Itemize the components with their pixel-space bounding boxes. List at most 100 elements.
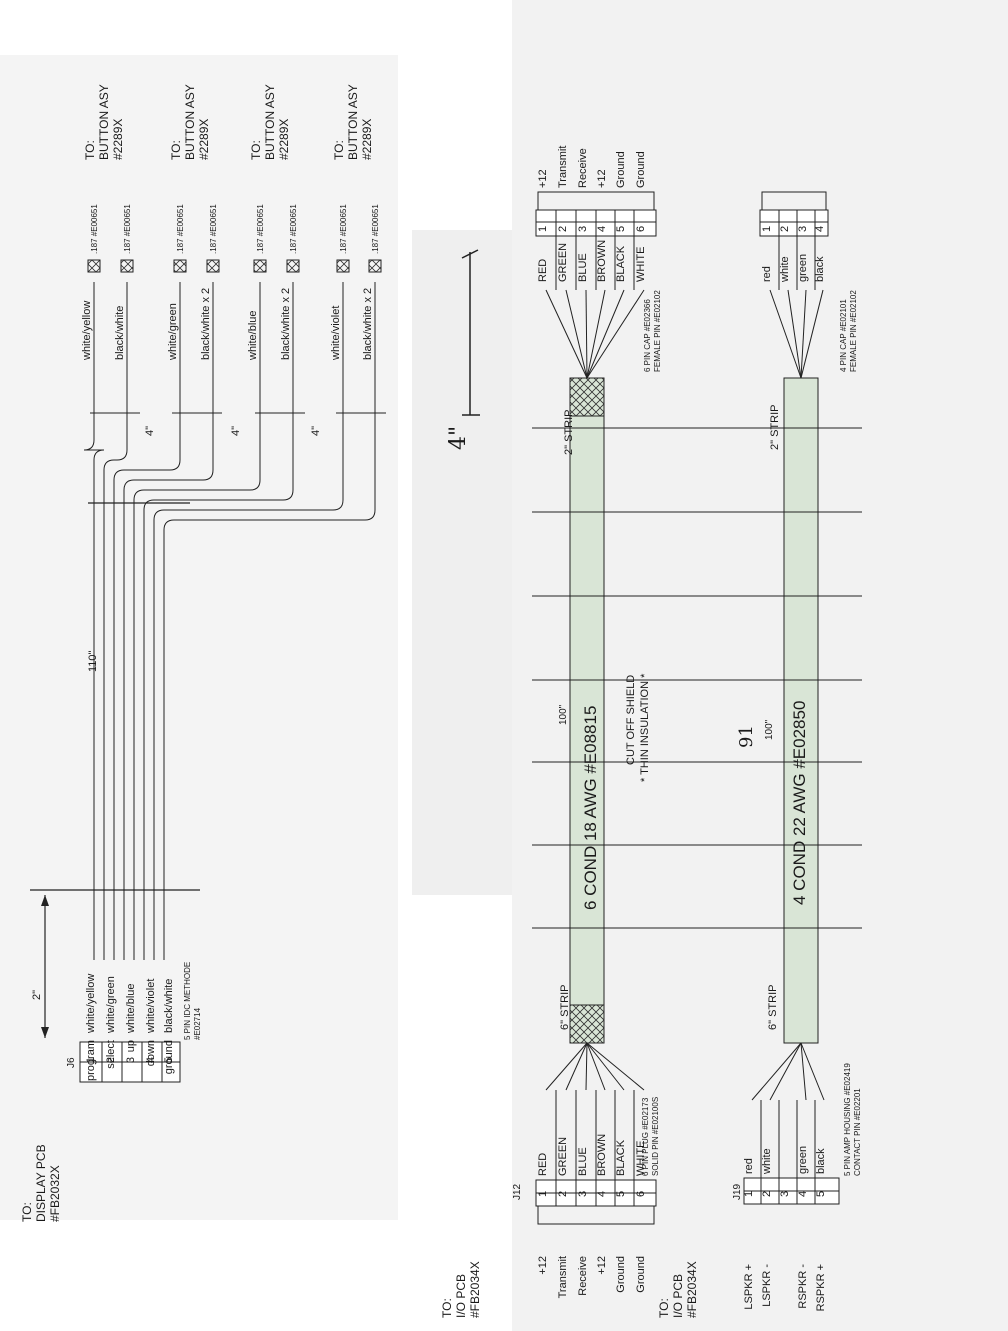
dim-2in-text: 2" <box>31 990 43 1000</box>
j12-pin-number: 6 <box>635 1191 647 1197</box>
j12-note2: SOLID PIN #E02100S <box>651 1097 660 1176</box>
button-to: TO: <box>169 140 183 160</box>
j12-wire-color: BLUE <box>577 1147 589 1176</box>
terminal-part: .187 #E00651 <box>209 204 218 254</box>
terminal-part: .187 #E00651 <box>371 204 380 254</box>
j19-to: TO: <box>657 1298 671 1318</box>
cable4-strip-right: 2" STRIP <box>769 405 781 450</box>
cap6-pin-number: 6 <box>635 226 647 232</box>
cap6-wire-color: BLUE <box>577 253 589 282</box>
display-wire <box>153 282 344 960</box>
cap6-pin-number: 4 <box>596 226 608 232</box>
j12-pin-number: 1 <box>537 1191 549 1197</box>
display-wire <box>163 282 376 960</box>
button-wire-label: black/white x 2 <box>200 288 212 360</box>
j19-function-label: RSPKR - <box>797 1264 809 1309</box>
j19-pin-number: 2 <box>761 1191 773 1197</box>
button-wire-label: black/white x 2 <box>362 288 374 360</box>
terminal-part: .187 #E00651 <box>256 204 265 254</box>
j19-pin-number: 1 <box>743 1191 755 1197</box>
button-name: BUTTON ASY <box>263 84 277 160</box>
j6-pin-number: 4 <box>145 1057 157 1063</box>
terminal-icon <box>87 259 101 273</box>
cap4-pin-number: 1 <box>761 226 773 232</box>
display-wire <box>123 282 214 960</box>
cap4-pin-number: 2 <box>779 226 791 232</box>
j12-function-label: Receive <box>577 1256 589 1296</box>
j6-note2: #E02714 <box>193 1007 202 1040</box>
button-part: #2289X <box>197 119 211 160</box>
button-name: BUTTON ASY <box>183 84 197 160</box>
j6-wire-color: white/green <box>105 976 117 1034</box>
cap6-pin-number: 3 <box>577 226 589 232</box>
handwritten-mark: 91 <box>736 725 757 748</box>
j6-function-label: up <box>125 1040 137 1052</box>
j12-function-label: Transmit <box>557 1256 569 1298</box>
cap4-note1: 4 PIN CAP #E02101 <box>839 299 848 372</box>
terminal-icon <box>253 259 267 273</box>
j12-wire-color: BROWN <box>596 1134 608 1176</box>
cap6-wire-color: GREEN <box>557 243 569 282</box>
cap6-function-label: Transmit <box>557 146 569 188</box>
j12-wire-color: GREEN <box>557 1137 569 1176</box>
terminal-part: .187 #E00651 <box>289 204 298 254</box>
j6-pin-number: 2 <box>105 1057 117 1063</box>
j12-part: #FB2034X <box>468 1261 482 1318</box>
cable4-strip-left: 6" STRIP <box>767 985 779 1030</box>
j6-wire-color: black/white <box>163 979 175 1033</box>
display-pcb-part: #FB2032X <box>48 1165 62 1222</box>
button-to: TO: <box>249 140 263 160</box>
button-to: TO: <box>332 140 346 160</box>
display-wire <box>133 282 261 960</box>
button-name: BUTTON ASY <box>97 84 111 160</box>
button-wire-label: black/white x 2 <box>280 288 292 360</box>
button-part: #2289X <box>360 119 374 160</box>
cap6-wire-color: WHITE <box>635 247 647 282</box>
j12-wire-color: BLACK <box>615 1139 627 1176</box>
j19-function-label: LSPKR - <box>761 1264 773 1307</box>
cap4-pin-number: 3 <box>797 226 809 232</box>
button-wire-label: white/blue <box>247 310 259 361</box>
button-wire-label: white/yellow <box>81 301 93 361</box>
cable4-label: 4 COND 22 AWG #E02850 <box>790 701 809 905</box>
button-to: TO: <box>83 140 97 160</box>
j19-function-label: RSPKR + <box>815 1264 827 1311</box>
j6-pin-number: 1 <box>85 1057 97 1063</box>
display-wire <box>103 282 128 960</box>
display-pcb-name: DISPLAY PCB <box>34 1144 48 1222</box>
cap6-function-label: +12 <box>596 169 608 188</box>
j12-pin-number: 4 <box>596 1191 608 1197</box>
j19-name: I/O PCB <box>671 1274 685 1318</box>
dim-2in: 2" <box>30 889 200 1038</box>
cap4-wire-color: green <box>797 254 809 282</box>
cap4-pin-number: 4 <box>814 226 826 232</box>
handwritten-dim: 4" 91 <box>446 249 757 748</box>
j6-function-label: select <box>105 1040 117 1069</box>
j19-pin-number: 3 <box>779 1191 791 1197</box>
cap6-function-label: +12 <box>537 169 549 188</box>
cap6-note1: 6 PIN CAP #E02366 <box>643 299 652 372</box>
cap6-note2: FEMALE PIN #E02102 <box>653 290 662 372</box>
button-part: #2289X <box>111 119 125 160</box>
j19-pin-number: 5 <box>815 1191 827 1197</box>
display-pcb-to: TO: <box>20 1202 34 1222</box>
terminal-icon <box>336 259 350 273</box>
left-paper-panel <box>0 55 398 1220</box>
j19-part: #FB2034X <box>685 1261 699 1318</box>
display-wire <box>143 282 294 960</box>
j12-pin-number: 5 <box>615 1191 627 1197</box>
display-wires <box>83 282 386 960</box>
j6-pin-number: 5 <box>163 1057 175 1063</box>
j6-wire-color: white/yellow <box>85 974 97 1034</box>
button-wire-label: white/green <box>167 303 179 361</box>
j12-note1: 6 PIN PLUG #E02173 <box>641 1097 650 1176</box>
cap6-pin-number: 1 <box>537 226 549 232</box>
cap4-wire-color: black <box>814 256 826 282</box>
branch-dim-text: 4" <box>310 426 322 436</box>
j12-label: J12 <box>512 1183 523 1200</box>
display-pcb-label: TO: DISPLAY PCB #FB2032X <box>20 1144 62 1222</box>
button-wire-label: black/white <box>114 306 126 360</box>
j12-function-label: Ground <box>615 1256 627 1293</box>
